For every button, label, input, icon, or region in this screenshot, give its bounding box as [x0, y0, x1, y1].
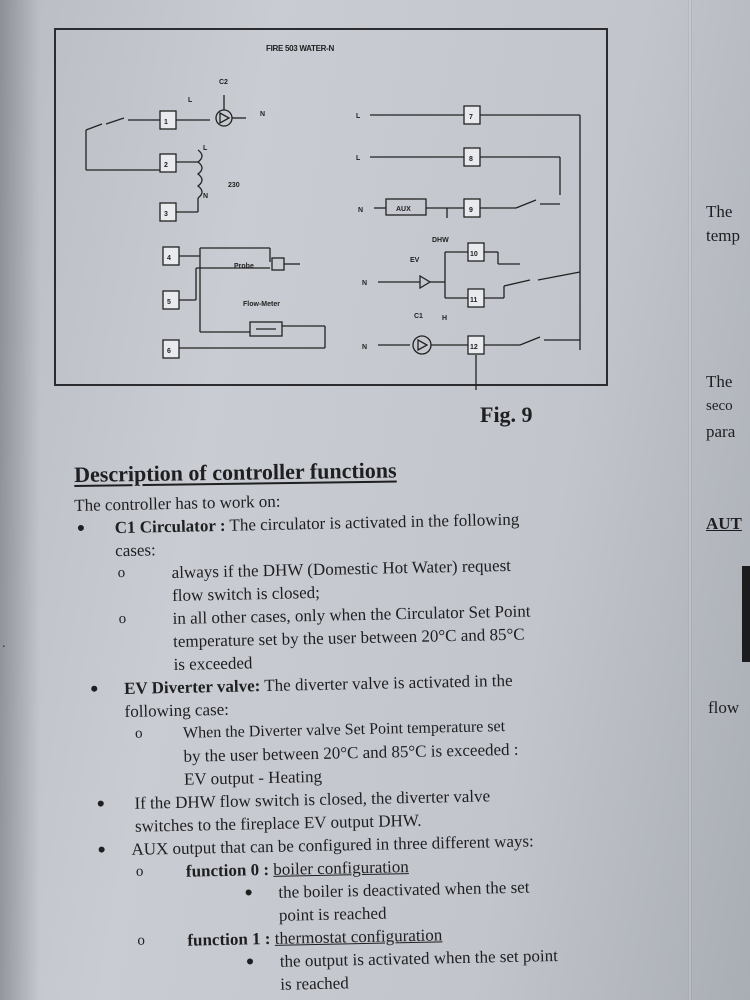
label-230: 230 — [228, 182, 240, 189]
right-terminal-boxes — [463, 105, 485, 355]
sub-bullet: o — [134, 725, 143, 742]
terminal-2: 2 — [164, 162, 168, 169]
ev-text: The diverter valve is activated in the — [260, 670, 513, 696]
section-body: The controller has to work on: ● C1 Circ… — [74, 483, 624, 1000]
right-fragment-flow: flow — [708, 698, 740, 717]
label-c2: C2 — [219, 79, 228, 86]
label-dhw: DHW — [432, 237, 449, 244]
label-n-right-1: N — [358, 207, 363, 214]
right-black-bar — [742, 566, 750, 662]
c1-label: C1 Circulator : — [114, 515, 226, 538]
left-circuit-probe-flow — [179, 247, 326, 349]
sub-bullet: o — [137, 932, 146, 949]
label-l-mid: L — [203, 145, 208, 152]
figure-frame — [54, 28, 608, 386]
right-fragment-seco: seco — [706, 398, 733, 414]
bullet: ● — [97, 842, 107, 858]
wiring-diagram: 1 2 3 4 5 6 C2 L N L 230 N Probe Flow-Me… — [85, 79, 581, 390]
label-ev: EV — [410, 257, 420, 264]
label-l-top: L — [188, 97, 193, 104]
label-flow-meter: Flow-Meter — [243, 301, 280, 308]
terminal-8: 8 — [469, 156, 473, 163]
sub-bullet: o — [117, 564, 126, 582]
label-n-right-3: N — [362, 344, 367, 351]
right-fragment-the-1: The — [706, 202, 733, 221]
thermostat-configuration-link: thermostat configuration — [274, 925, 443, 948]
sub-bullet: o — [135, 863, 144, 880]
figure-title: FIRE 503 WATER-N — [266, 44, 334, 53]
terminal-6: 6 — [167, 348, 171, 355]
bullet: ● — [89, 681, 99, 697]
label-n-right-2: N — [362, 280, 367, 287]
bullet: ● — [76, 520, 86, 536]
terminal-3: 3 — [164, 211, 168, 218]
bullet: ● — [96, 796, 106, 812]
label-h: H — [442, 315, 447, 322]
label-probe: Probe — [234, 263, 254, 270]
figure-caption: Fig. 9 — [480, 402, 533, 427]
page-shadow — [0, 0, 40, 1000]
left-circuit-c2 — [85, 95, 246, 213]
terminal-11: 11 — [470, 297, 478, 304]
sub-bullet: o — [118, 610, 127, 628]
ev-label: EV Diverter valve: — [123, 676, 261, 698]
boiler-configuration-link: boiler configuration — [273, 857, 409, 879]
label-l-right-1: L — [356, 113, 361, 120]
terminal-1: 1 — [164, 119, 168, 126]
terminal-9: 9 — [469, 207, 473, 214]
terminal-4: 4 — [167, 255, 171, 262]
right-fragment-aut: AUT — [706, 514, 742, 533]
label-aux: AUX — [396, 206, 411, 213]
label-l-right-2: L — [356, 155, 361, 162]
right-fragment-para: para — [706, 422, 736, 441]
label-n-mid: N — [203, 193, 208, 200]
right-fragment-temp: temp — [706, 226, 740, 245]
left-terminal-boxes — [159, 110, 180, 359]
page-fold — [688, 0, 692, 1000]
right-circuit — [370, 114, 581, 390]
label-c1: C1 — [414, 313, 423, 320]
left-margin-mark: . — [2, 636, 6, 651]
terminal-12: 12 — [470, 344, 478, 351]
right-fragment-the-2: The — [706, 372, 733, 391]
label-n-top: N — [260, 111, 265, 118]
terminal-5: 5 — [167, 299, 171, 306]
terminal-7: 7 — [469, 114, 473, 121]
bullet: ● — [245, 954, 255, 970]
section-heading: Description of controller functions — [74, 457, 397, 487]
terminal-10: 10 — [470, 251, 478, 258]
bullet: ● — [244, 885, 254, 901]
